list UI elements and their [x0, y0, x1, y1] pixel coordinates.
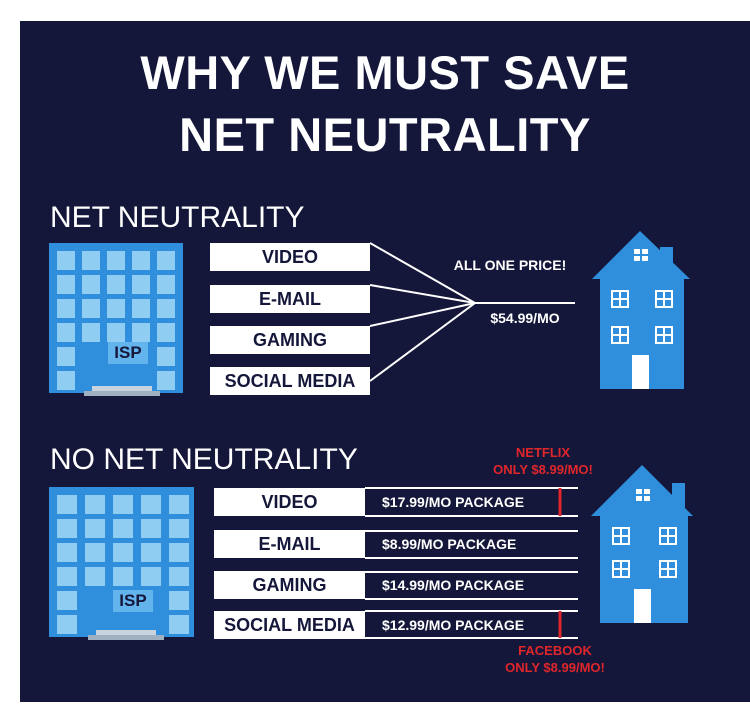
- package-lines: [365, 487, 578, 639]
- building-window: [141, 543, 161, 562]
- category-email: E-MAIL: [214, 530, 365, 558]
- building-window: [57, 275, 75, 294]
- flat-price: $54.99/MO: [490, 310, 560, 326]
- building-window: [57, 519, 77, 538]
- building-window: [132, 323, 150, 342]
- building-window: [113, 519, 133, 538]
- netflix-note-title: NETFLIX: [515, 445, 571, 460]
- price-caption: ALL ONE PRICE!: [453, 257, 567, 273]
- package-price-social-media: $12.99/MO PACKAGE: [382, 617, 525, 633]
- section-heading-no-net-neutrality: NO NET NEUTRALITY: [50, 443, 358, 476]
- main-title-line1: WHY WE MUST SAVE: [140, 46, 630, 99]
- section-heading-net-neutrality: NET NEUTRALITY: [50, 201, 305, 234]
- building-window: [107, 275, 125, 294]
- package-price-gaming: $14.99/MO PACKAGE: [382, 577, 525, 593]
- building-window: [57, 495, 77, 514]
- building-window: [57, 371, 75, 390]
- building-window: [82, 299, 100, 318]
- building-window: [107, 323, 125, 342]
- facebook-note-price: ONLY $8.99/MO!: [505, 660, 605, 675]
- building-window: [82, 251, 100, 270]
- building-window: [157, 275, 175, 294]
- building-window: [157, 371, 175, 390]
- package-price-video: $17.99/MO PACKAGE: [382, 494, 525, 510]
- building-window: [169, 567, 189, 586]
- category-gaming: GAMING: [214, 571, 365, 599]
- category-social-media: SOCIAL MEDIA: [214, 611, 365, 639]
- isp-label: ISP: [113, 590, 153, 612]
- category-video: VIDEO: [214, 488, 365, 516]
- building-window: [169, 615, 189, 634]
- building-window: [113, 567, 133, 586]
- building-window: [57, 347, 75, 366]
- building-window: [85, 567, 105, 586]
- building-window: [85, 543, 105, 562]
- isp-building-icon: [49, 243, 183, 396]
- category-video: VIDEO: [210, 243, 370, 271]
- main-title-line2: NET NEUTRALITY: [179, 108, 591, 161]
- package-price-email: $8.99/MO PACKAGE: [382, 536, 517, 552]
- price-connector-lines: [369, 242, 575, 382]
- category-email: E-MAIL: [210, 285, 370, 313]
- building-window: [57, 323, 75, 342]
- building-window: [141, 567, 161, 586]
- building-window: [169, 591, 189, 610]
- building-window: [82, 323, 100, 342]
- illustration-layer: [49, 231, 693, 640]
- building-window: [107, 251, 125, 270]
- building-window: [57, 251, 75, 270]
- house-icon: [592, 231, 690, 389]
- building-window: [85, 495, 105, 514]
- infographic-panel: WHY WE MUST SAVE NET NEUTRALITY NET NEUT…: [20, 21, 750, 702]
- building-window: [157, 323, 175, 342]
- building-window: [57, 299, 75, 318]
- isp-label: ISP: [108, 342, 148, 364]
- building-window: [132, 251, 150, 270]
- building-window: [169, 495, 189, 514]
- building-window: [107, 299, 125, 318]
- building-window: [141, 519, 161, 538]
- building-window: [113, 543, 133, 562]
- netflix-note-price: ONLY $8.99/MO!: [493, 462, 593, 477]
- building-window: [113, 495, 133, 514]
- building-window: [169, 543, 189, 562]
- building-window: [157, 347, 175, 366]
- category-social-media: SOCIAL MEDIA: [210, 367, 370, 395]
- building-window: [57, 591, 77, 610]
- building-window: [132, 275, 150, 294]
- building-window: [141, 495, 161, 514]
- building-window: [132, 299, 150, 318]
- facebook-note-title: FACEBOOK: [518, 643, 592, 658]
- building-window: [57, 543, 77, 562]
- building-window: [57, 615, 77, 634]
- building-window: [157, 251, 175, 270]
- building-window: [57, 567, 77, 586]
- building-window: [169, 519, 189, 538]
- building-window: [85, 519, 105, 538]
- isp-building-icon: [49, 487, 194, 640]
- building-window: [82, 275, 100, 294]
- category-gaming: GAMING: [210, 326, 370, 354]
- building-window: [157, 299, 175, 318]
- house-icon: [591, 465, 693, 623]
